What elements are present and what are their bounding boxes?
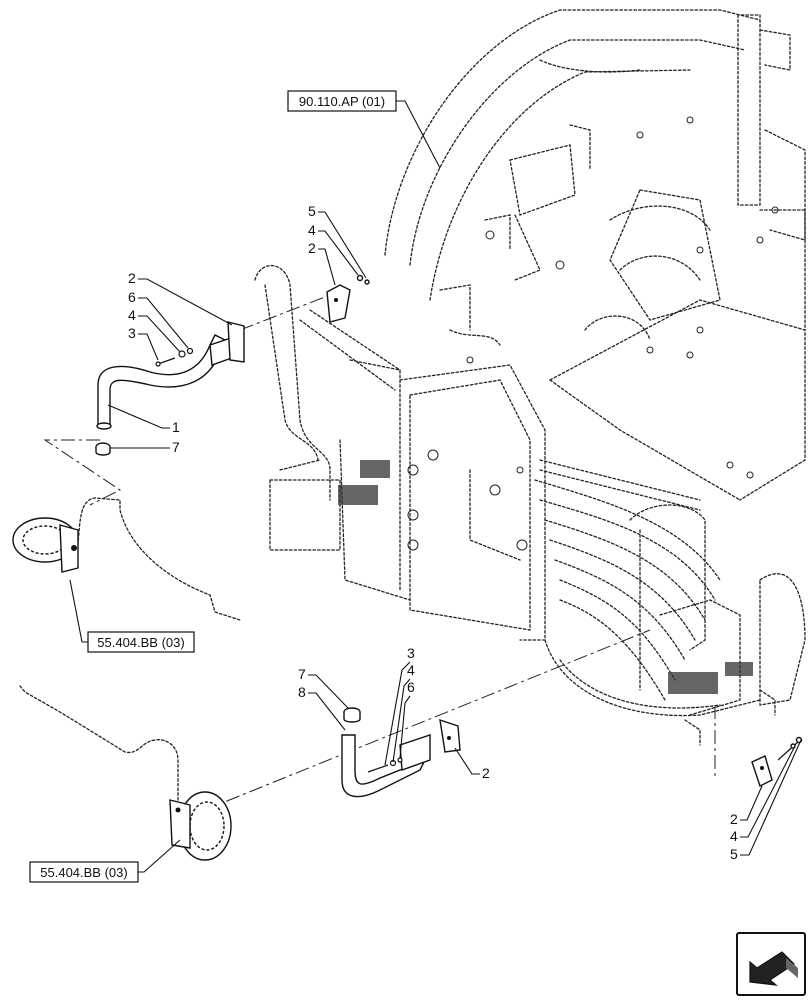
bolt-set-lower-middle bbox=[367, 757, 403, 773]
svg-text:7: 7 bbox=[298, 666, 306, 682]
svg-text:8: 8 bbox=[298, 684, 306, 700]
fastener-holes bbox=[407, 116, 779, 551]
svg-text:2: 2 bbox=[308, 240, 316, 256]
step-treads bbox=[338, 460, 753, 694]
svg-text:1: 1 bbox=[172, 419, 180, 435]
svg-text:4: 4 bbox=[308, 222, 316, 238]
handle-part-1 bbox=[96, 321, 245, 430]
svg-text:7: 7 bbox=[172, 439, 180, 455]
grommet-7-upper bbox=[95, 442, 111, 456]
ref-box-light-lower[interactable]: 55.404.BB (03) bbox=[29, 839, 181, 883]
svg-text:3: 3 bbox=[407, 645, 415, 661]
svg-text:4: 4 bbox=[407, 662, 415, 678]
grommet-lower bbox=[343, 707, 361, 723]
svg-text:55.404.BB (03): 55.404.BB (03) bbox=[97, 635, 184, 650]
handle-part-lower bbox=[341, 718, 461, 798]
svg-text:55.404.BB (03): 55.404.BB (03) bbox=[40, 865, 127, 880]
svg-text:2: 2 bbox=[482, 765, 490, 781]
callouts-upper-middle: 5 4 2 bbox=[308, 203, 367, 286]
svg-text:90.110.AP (01): 90.110.AP (01) bbox=[299, 94, 385, 109]
svg-text:6: 6 bbox=[128, 289, 136, 305]
svg-text:4: 4 bbox=[128, 307, 136, 323]
svg-text:5: 5 bbox=[730, 846, 738, 862]
cab-outline bbox=[254, 9, 806, 746]
bracket-part-2-upper bbox=[326, 274, 370, 323]
svg-text:5: 5 bbox=[308, 203, 316, 219]
work-light-left bbox=[12, 497, 241, 621]
ref-box-light-left[interactable]: 55.404.BB (03) bbox=[69, 579, 195, 653]
bolt-set-upper-left bbox=[155, 347, 194, 367]
svg-text:2: 2 bbox=[128, 270, 136, 286]
bracket-part-lower-right bbox=[751, 736, 803, 787]
svg-text:2: 2 bbox=[730, 811, 738, 827]
arrow-left-down-icon[interactable] bbox=[736, 932, 806, 996]
ref-box-cab[interactable]: 90.110.AP (01) bbox=[287, 90, 441, 169]
callouts-upper-left: 2 6 4 3 1 7 bbox=[107, 270, 233, 455]
svg-text:4: 4 bbox=[730, 828, 738, 844]
svg-text:6: 6 bbox=[407, 679, 415, 695]
callouts-lower-middle: 7 8 3 4 6 2 bbox=[298, 645, 490, 781]
svg-text:3: 3 bbox=[128, 325, 136, 341]
assembly-lines bbox=[43, 294, 716, 821]
work-light-lower bbox=[19, 685, 232, 861]
callouts-lower-right: 2 4 5 bbox=[730, 739, 802, 862]
